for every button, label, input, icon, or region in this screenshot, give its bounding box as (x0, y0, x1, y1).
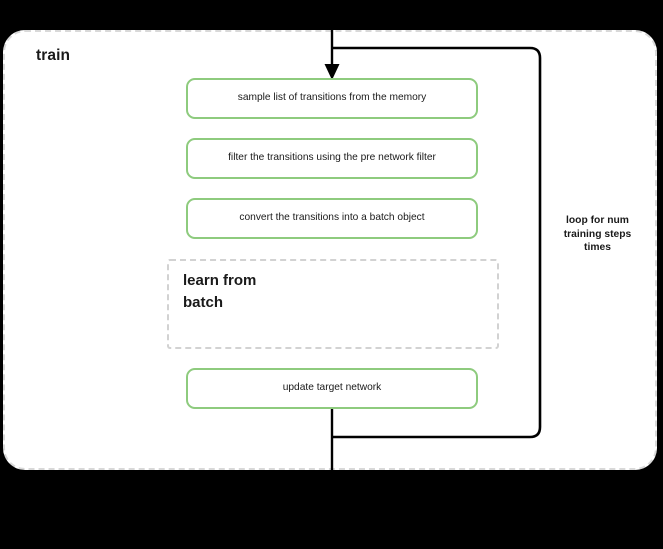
step-box-filter[interactable]: filter the transitions using the pre net… (186, 138, 478, 179)
step-box-convert[interactable]: convert the transitions into a batch obj… (186, 198, 478, 239)
step-box-sample[interactable]: sample list of transitions from the memo… (186, 78, 478, 119)
step-label-sample: sample list of transitions from the memo… (237, 92, 427, 104)
step-label-update-target-network: update target network (282, 382, 382, 394)
step-box-update-target-network[interactable]: update target network (186, 368, 478, 409)
learn-from-batch-box[interactable]: learn from batch (167, 259, 499, 349)
loop-caption: loop for num training steps times (563, 215, 632, 254)
learn-from-batch-label: learn from batch (183, 272, 257, 312)
step-label-filter: filter the transitions using the pre net… (228, 152, 436, 164)
step-label-convert: convert the transitions into a batch obj… (239, 212, 425, 224)
train-label: train (36, 47, 71, 64)
